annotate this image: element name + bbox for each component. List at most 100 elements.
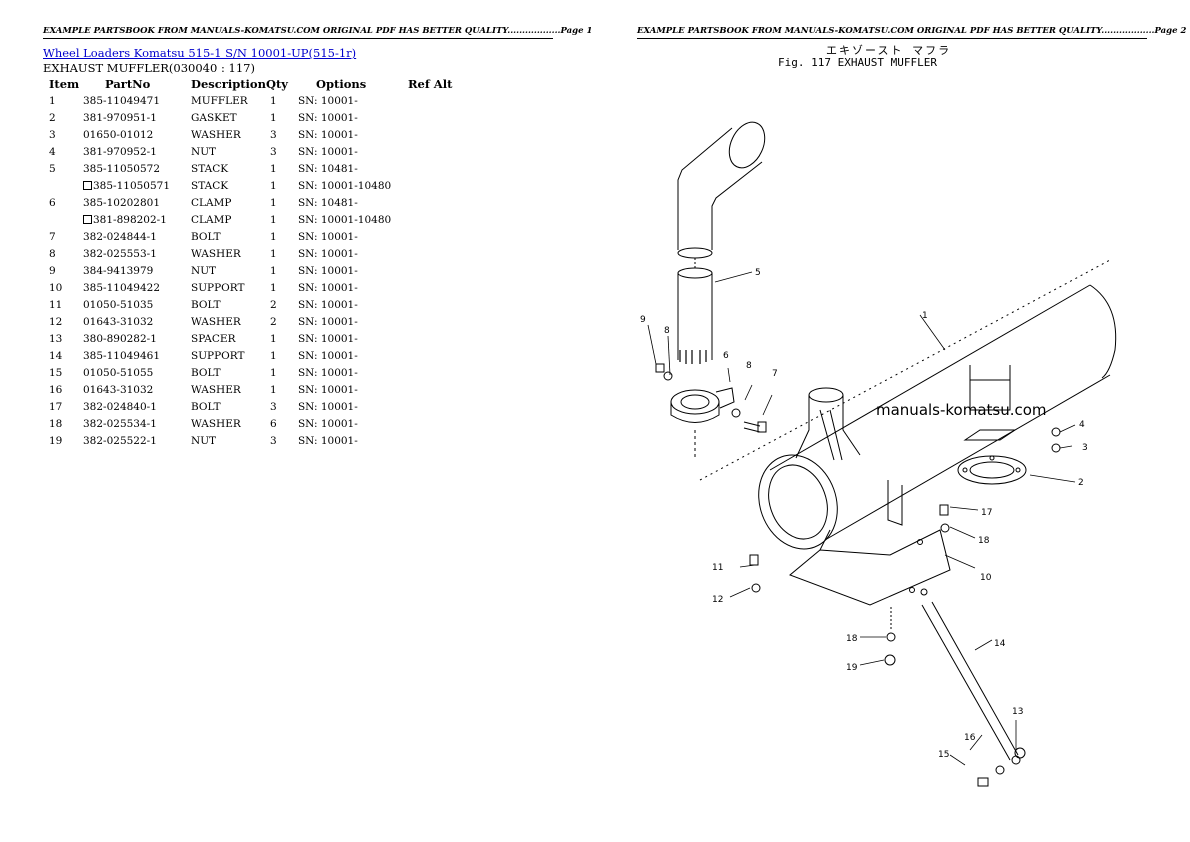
cell-item <box>43 177 83 194</box>
cell-qty: 1 <box>269 213 277 226</box>
stack-tube-drawing <box>677 258 713 364</box>
callout-4: 4 <box>1079 420 1085 430</box>
col-header-description: Description <box>191 77 266 91</box>
cell-description: BOLT <box>191 230 221 243</box>
cell-options: SN: 10001- <box>297 281 358 294</box>
callout-13: 13 <box>1012 707 1023 717</box>
cell-partno: 01643-31032 <box>83 383 154 396</box>
alternate-part-marker-icon <box>83 214 92 224</box>
cell-qty: 3 <box>269 434 277 447</box>
callout-8-lower: 8 <box>664 326 670 336</box>
cell-qty: 3 <box>269 145 277 158</box>
cell-item: 10 <box>49 281 63 294</box>
cell-item: 5 <box>49 162 56 175</box>
support-rod-drawing <box>920 588 1026 787</box>
cell-options: SN: 10001- <box>297 298 358 311</box>
cell-options: SN: 10001- <box>297 264 358 277</box>
cell-partno: 382-024840-1 <box>83 400 157 413</box>
col-header-item: Item <box>49 77 80 91</box>
stack-elbow-drawing <box>677 121 766 259</box>
cell-ref-alt <box>408 415 458 432</box>
cell-partno: 01643-31032 <box>83 315 154 328</box>
cell-options: SN: 10001- <box>297 434 358 447</box>
callout-18-lower: 18 <box>846 634 858 644</box>
model-title-link[interactable]: Wheel Loaders Komatsu 515-1 S/N 10001-UP… <box>43 46 357 60</box>
cell-description: BOLT <box>191 400 221 413</box>
cell-ref-alt <box>408 313 458 330</box>
cell-partno: 382-024844-1 <box>83 230 157 243</box>
cell-partno: 385-11050571 <box>83 177 191 194</box>
cell-description: WASHER <box>191 247 241 260</box>
section-subtitle: EXHAUST MUFFLER(030040 : 117) <box>43 61 255 75</box>
cell-description: WASHER <box>191 417 241 430</box>
cell-qty: 1 <box>269 247 277 260</box>
cell-options: SN: 10001- <box>297 417 358 430</box>
cell-qty: 1 <box>269 230 277 243</box>
callout-10: 10 <box>980 573 992 583</box>
cell-item: 7 <box>49 230 56 243</box>
cell-options: SN: 10481- <box>297 162 358 175</box>
cell-options: SN: 10001- <box>297 332 358 345</box>
page-header-left: EXAMPLE PARTSBOOK FROM MANUALS-KOMATSU.C… <box>43 26 592 39</box>
cell-options: SN: 10001- <box>297 247 358 260</box>
cell-description: CLAMP <box>191 213 232 226</box>
cell-description: CLAMP <box>191 196 232 209</box>
table-header-row: Item PartNo Description Qty Options Ref … <box>43 76 458 92</box>
cell-item: 19 <box>49 434 63 447</box>
cell-qty: 3 <box>269 128 277 141</box>
cell-ref-alt <box>408 160 458 177</box>
cell-partno: 385-11049461 <box>83 349 161 362</box>
figure-title-english: Fig. 117 EXHAUST MUFFLER <box>778 56 937 69</box>
table-row: 15 01050-51055 BOLT 1 SN: 10001- <box>43 364 458 381</box>
cell-ref-alt <box>408 92 458 109</box>
cell-qty: 1 <box>269 366 277 379</box>
clamp-drawing <box>670 387 735 423</box>
cell-ref-alt <box>408 245 458 262</box>
cell-qty: 6 <box>269 417 277 430</box>
cell-ref-alt <box>408 143 458 160</box>
cell-options: SN: 10001- <box>297 366 358 379</box>
cell-item: 3 <box>49 128 56 141</box>
callout-16: 16 <box>964 733 976 743</box>
callout-11: 11 <box>712 563 723 573</box>
cell-item: 15 <box>49 366 63 379</box>
cell-item: 6 <box>49 196 56 209</box>
cell-description: MUFFLER <box>191 94 248 107</box>
cell-ref-alt <box>408 279 458 296</box>
cell-ref-alt <box>408 228 458 245</box>
cell-options: SN: 10001- <box>297 230 358 243</box>
cell-qty: 1 <box>269 94 277 107</box>
cell-item: 13 <box>49 332 63 345</box>
callout-1: 1 <box>922 311 928 321</box>
cell-ref-alt <box>408 177 458 194</box>
inlet-pipe-drawing <box>795 387 861 461</box>
cell-partno: 01050-51055 <box>83 366 154 379</box>
support-bracket-drawing <box>789 480 951 606</box>
cell-partno-text: 381-898202-1 <box>93 213 167 226</box>
callout-14: 14 <box>994 639 1006 649</box>
callout-9: 9 <box>640 315 646 325</box>
cell-description: NUT <box>191 434 217 447</box>
cell-item: 4 <box>49 145 56 158</box>
cell-partno: 382-025522-1 <box>83 434 157 447</box>
callout-2: 2 <box>1078 478 1084 488</box>
callout-labels: 1 2 3 4 5 6 7 8 8 9 10 11 12 13 14 15 16… <box>640 268 1088 760</box>
page-header-right: EXAMPLE PARTSBOOK FROM MANUALS-KOMATSU.C… <box>637 26 1186 39</box>
cell-partno: 385-11050572 <box>83 162 161 175</box>
cell-ref-alt <box>408 381 458 398</box>
cell-description: NUT <box>191 264 217 277</box>
callout-6: 6 <box>723 351 729 361</box>
cell-partno: 385-11049471 <box>83 94 161 107</box>
exhaust-muffler-diagram: 1 2 3 4 5 6 7 8 8 9 10 11 12 13 14 15 16… <box>640 121 1117 787</box>
cell-partno: 385-10202801 <box>83 196 161 209</box>
cell-description: BOLT <box>191 366 221 379</box>
